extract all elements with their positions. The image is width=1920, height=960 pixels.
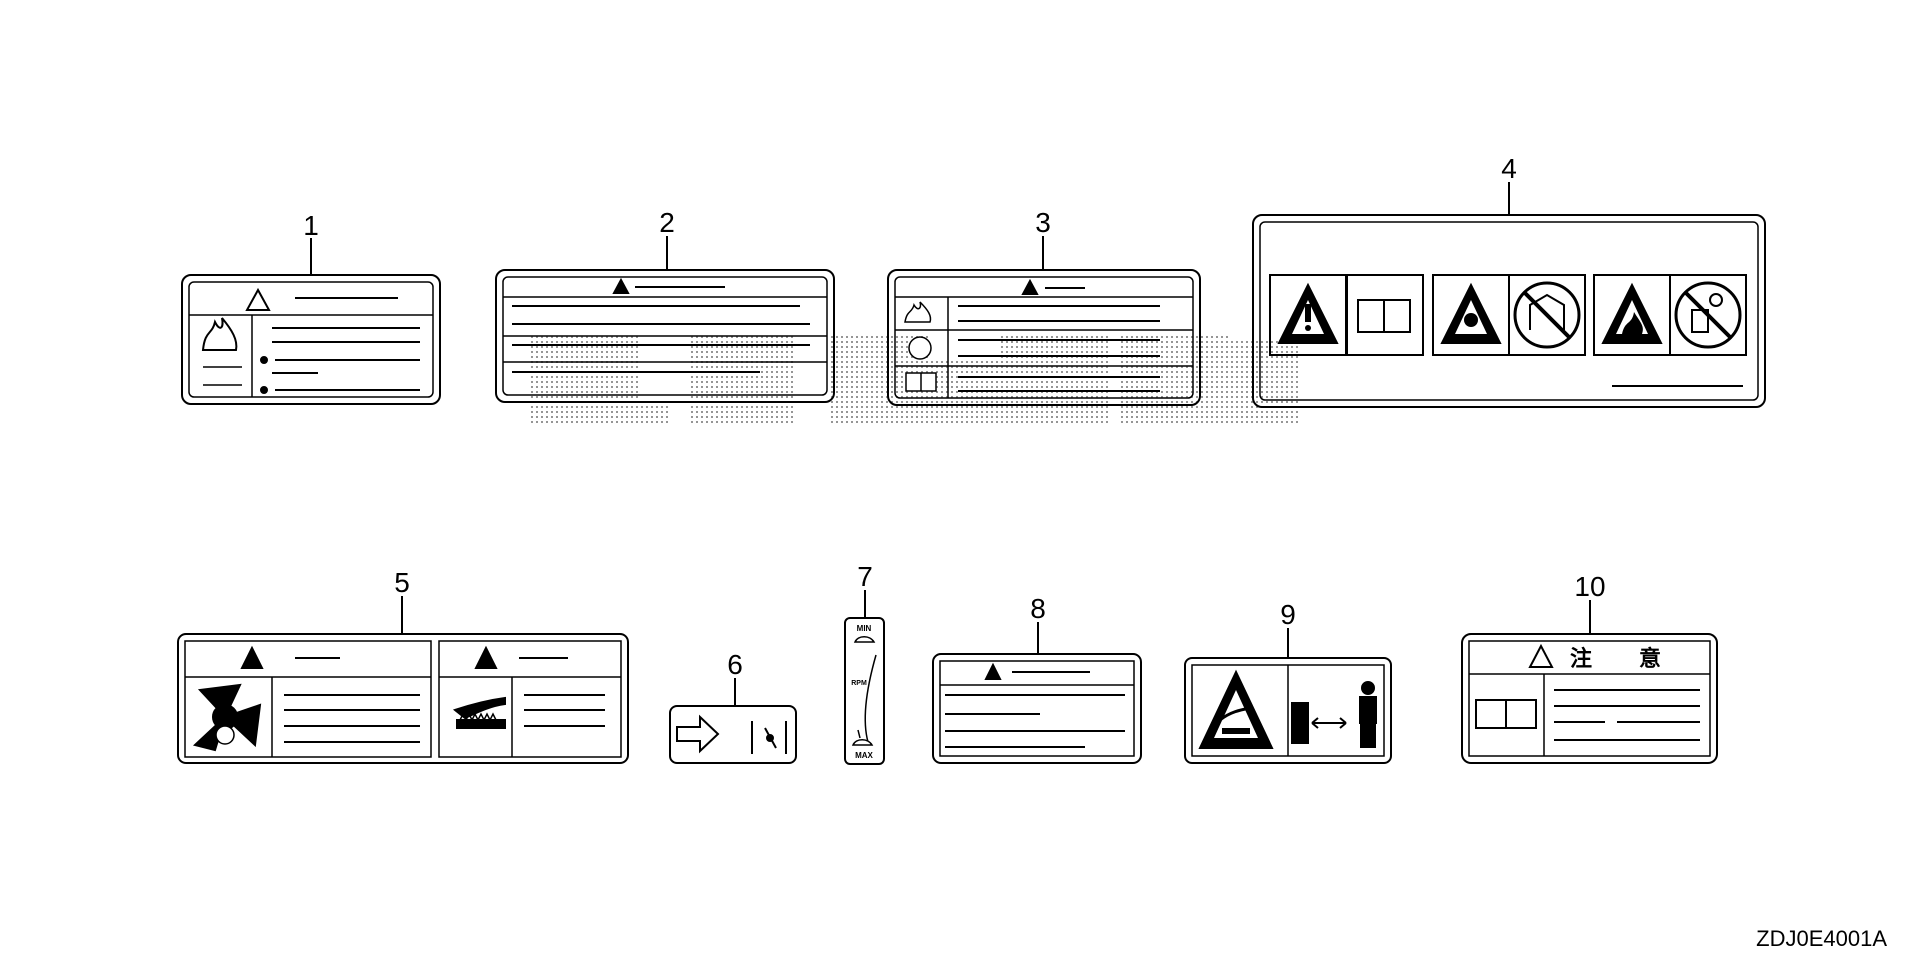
tortoise-icon: [853, 636, 876, 643]
callout-6: 6: [727, 649, 743, 680]
fire-icon: [904, 301, 932, 323]
warning-triangle-icon: [1021, 278, 1039, 295]
fire-icon: [201, 317, 238, 351]
hare-icon: [851, 729, 874, 746]
label-10: 注 意: [1461, 600, 1718, 764]
max-label: MAX: [855, 751, 873, 760]
manual-book-icon: [1357, 299, 1411, 333]
callout-3: 3: [1035, 207, 1051, 238]
label-1: [181, 238, 441, 405]
arrow-right-icon: [676, 714, 720, 754]
hot-surface-icon: [452, 696, 506, 729]
callout-4: 4: [1501, 153, 1517, 184]
callout-1: 1: [303, 210, 319, 241]
callout-2: 2: [659, 207, 675, 238]
label-8: [932, 622, 1142, 764]
warning-triangle-icon: [612, 277, 630, 294]
warning-triangle-icon: [240, 645, 264, 669]
label-4: [1252, 182, 1766, 408]
warning-triangle-icon: [984, 662, 1002, 680]
min-label: MIN: [857, 624, 872, 633]
fan-hazard-icon: [192, 683, 262, 752]
fan-hazard-icon: [908, 336, 932, 360]
distance-arrow-icon: [1311, 717, 1347, 729]
callout-9: 9: [1280, 599, 1296, 630]
label-9: [1184, 628, 1392, 764]
caution-char-2: 意: [1639, 646, 1661, 672]
machine-block-icon: [1291, 702, 1309, 744]
warning-triangle-icon: [245, 287, 271, 311]
label-2: [495, 236, 835, 403]
part-code: ZDJ0E4001A: [1756, 926, 1887, 951]
label-7: MIN RPM MAX: [844, 590, 885, 765]
warning-triangle-icon: [1528, 643, 1554, 668]
callout-8: 8: [1030, 593, 1046, 624]
rpm-label: RPM: [851, 680, 867, 687]
callout-5: 5: [394, 567, 410, 598]
warning-triangle-icon: [474, 645, 498, 669]
label-3: [887, 236, 1201, 406]
label-5: [177, 596, 629, 764]
manual-book-icon: [1475, 699, 1537, 729]
callout-numbers: 1 2 3 4 5 6 7 8 9 10: [303, 153, 1605, 680]
label-6: [669, 678, 797, 764]
callout-7: 7: [857, 561, 873, 592]
caution-char-1: 注: [1570, 646, 1592, 672]
person-icon: [1359, 681, 1377, 748]
callout-10: 10: [1574, 571, 1605, 602]
